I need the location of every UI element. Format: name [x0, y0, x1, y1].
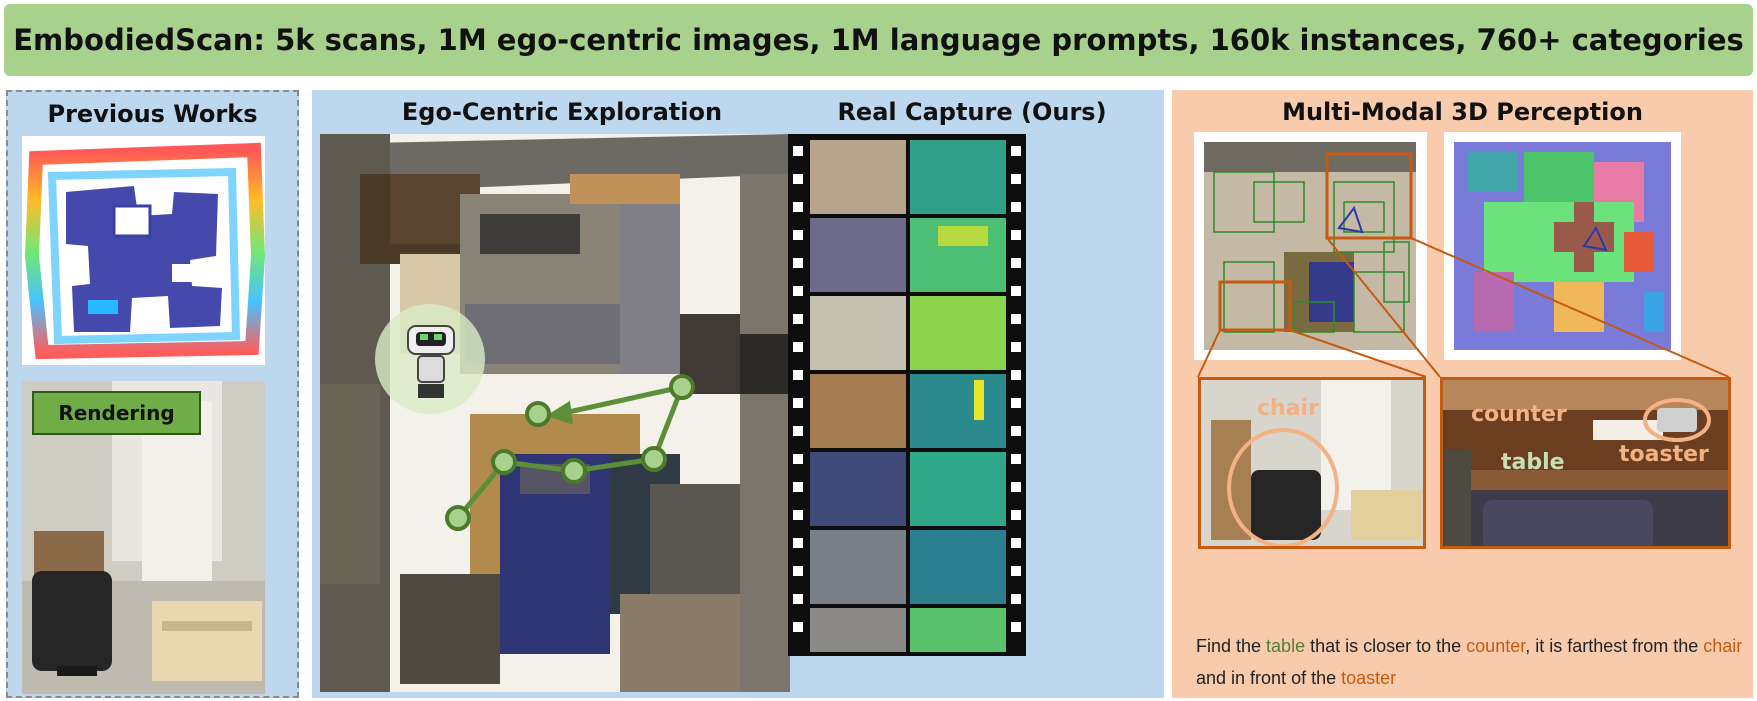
caption-text-4: and in front of the: [1196, 668, 1342, 688]
previous-works-panel: Previous Works: [6, 90, 299, 698]
table-label: table: [1501, 450, 1565, 475]
semantic-segmentation-image: [1444, 132, 1681, 360]
real-capture-filmstrip: [788, 134, 1026, 656]
dataset-summary-banner: EmbodiedScan: 5k scans, 1M ego-centric i…: [4, 4, 1753, 76]
caption-text-3: , it is farthest from the: [1525, 636, 1704, 656]
ego-centric-panel: Ego-Centric Exploration Real Capture (Ou…: [312, 90, 1164, 698]
robot-icon: [407, 325, 455, 398]
multimodal-panel: Multi-Modal 3D Perception: [1172, 90, 1753, 698]
caption-text-1: Find the: [1196, 636, 1267, 656]
multimodal-title: Multi-Modal 3D Perception: [1282, 98, 1643, 126]
caption-word-table: table: [1266, 636, 1306, 656]
counter-label: counter: [1471, 402, 1567, 427]
counter-crop-image: counter table toaster: [1440, 377, 1731, 549]
ego-centric-title: Ego-Centric Exploration: [401, 98, 723, 126]
rendering-image: Rendering: [22, 381, 265, 694]
previous-works-title: Previous Works: [47, 100, 258, 128]
language-prompt-caption: Find the table that is closer to the cou…: [1196, 630, 1746, 694]
toaster-label: toaster: [1619, 442, 1709, 467]
caption-word-toaster: toaster: [1341, 668, 1397, 688]
scene-scan-topview: [320, 134, 790, 692]
chair-crop-image: chair: [1198, 377, 1426, 549]
caption-word-chair: chair: [1703, 636, 1743, 656]
scan-with-boxes-image: [1194, 132, 1427, 360]
caption-word-counter: counter: [1466, 636, 1526, 656]
rendering-label: Rendering: [32, 391, 201, 435]
caption-text-2: that is closer to the: [1305, 636, 1467, 656]
chair-label: chair: [1257, 396, 1319, 421]
point-cloud-image: [22, 136, 265, 365]
real-capture-title: Real Capture (Ours): [837, 98, 1107, 126]
